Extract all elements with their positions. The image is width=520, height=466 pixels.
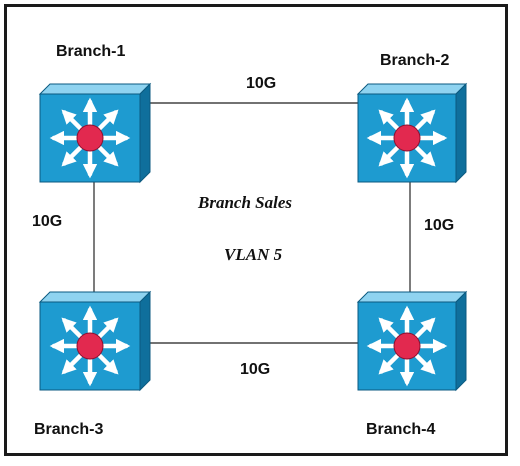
- link-label-branch1-branch2: 10G: [246, 75, 276, 92]
- link-label-branch1-branch3: 10G: [32, 213, 62, 230]
- branch-1-switch-icon[interactable]: [38, 82, 152, 184]
- node-label-branch-1: Branch-1: [56, 43, 125, 60]
- link-label-branch3-branch4: 10G: [240, 361, 270, 378]
- node-label-branch-4: Branch-4: [366, 421, 435, 438]
- segment-name: Branch Sales: [197, 193, 292, 212]
- branch-2-switch-icon[interactable]: [356, 82, 468, 184]
- node-label-branch-2: Branch-2: [380, 52, 449, 69]
- vlan-label: VLAN 5: [224, 245, 283, 264]
- branch-3-switch-icon[interactable]: [38, 290, 152, 392]
- links: [93, 102, 411, 344]
- link-label-branch2-branch4: 10G: [424, 217, 454, 234]
- node-label-branch-3: Branch-3: [34, 421, 103, 438]
- branch-4-switch-icon[interactable]: [356, 290, 468, 392]
